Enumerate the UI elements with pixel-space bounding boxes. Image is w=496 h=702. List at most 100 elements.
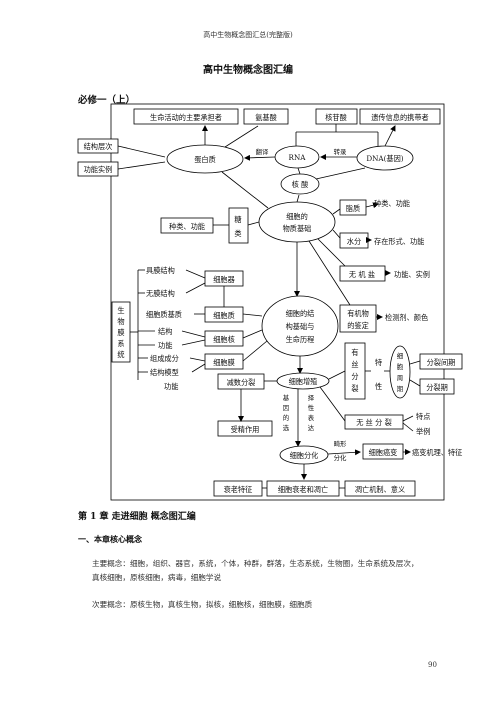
- membrane-struct-label: 具膜结构: [146, 266, 175, 275]
- struct-levels-label: 结构层次: [84, 142, 113, 151]
- link-core-membrane: [242, 340, 268, 362]
- mitosis-char-3: 分: [351, 372, 358, 381]
- organic-id-line1: 有机物: [347, 309, 369, 318]
- link-core-cytoplasm: [242, 313, 263, 317]
- translation-label: 翻译: [256, 147, 269, 156]
- link-levels-protein: [117, 145, 166, 158]
- trait-char-2: 性: [375, 382, 382, 391]
- page-number: 90: [428, 661, 437, 669]
- link-material-water: [332, 229, 341, 239]
- nucleus-label: 细胞核: [213, 335, 235, 344]
- arrow-dna-carrier: [384, 125, 396, 147]
- sugar-label-1: 糖: [234, 215, 241, 224]
- lipid-kinds-label: 种类、功能: [374, 199, 410, 208]
- interphase-box: [419, 353, 463, 370]
- cancer-box: [362, 443, 404, 460]
- no-membrane-label: 无膜结构: [146, 289, 175, 298]
- membrane-box: [204, 353, 244, 370]
- transcription-label: 转录: [334, 147, 347, 156]
- page-header: 高中生物概念图汇总(完整版): [203, 31, 293, 39]
- core-line3: 生命历程: [286, 335, 315, 344]
- link-material-sugar: [247, 221, 260, 226]
- cycle-char-3: 周: [397, 374, 403, 382]
- link-proliferation-mitosis: [328, 370, 346, 380]
- material-basis-line1: 细胞的: [286, 212, 308, 221]
- fertilization-box: [217, 420, 273, 437]
- cycle-char-2: 胞: [397, 362, 404, 371]
- function-label: 功能: [158, 341, 172, 350]
- bio-char-5: 统: [117, 350, 124, 359]
- func-examples-label: 功能实例: [84, 165, 113, 174]
- link-material-organic: [308, 240, 351, 306]
- nucleotide-label: 核苷酸: [325, 113, 347, 122]
- section-heading: 一、本章核心概念: [78, 534, 142, 544]
- sel-char-3: 表: [308, 413, 315, 422]
- abnormal-line2: 分化: [334, 453, 347, 462]
- life-bearer-box: [133, 108, 239, 125]
- sugar-label-2: 类: [234, 229, 241, 238]
- bio-char-3: 膜: [117, 328, 124, 337]
- link-material-protein: [221, 171, 269, 209]
- document-title: 高中生物概念图汇编: [203, 65, 293, 76]
- life-bearer-label: 生命活动的主要承担者: [150, 113, 222, 122]
- cycle-char-4: 期: [397, 385, 403, 393]
- cytomatrix-label: 细胞质基质: [146, 310, 182, 319]
- organic-id-box: [339, 304, 377, 333]
- structure-label: 结构: [158, 327, 172, 336]
- link-amitosis-trait: [402, 415, 414, 422]
- link-cycle-interphase: [409, 360, 421, 365]
- sel-char-1: 择: [308, 393, 315, 402]
- cancer-label: 细胞癌变: [369, 448, 398, 457]
- sugar-box: [228, 207, 249, 244]
- chapter-heading: 第 1 章 走进细胞 概念图汇编: [78, 512, 196, 522]
- lipid-label: 脂质: [346, 204, 360, 213]
- link-core-nucleus: [242, 329, 263, 339]
- salt-funcs-label: 功能、实例: [394, 270, 430, 279]
- gene-char-3: 的: [283, 413, 289, 422]
- apoptosis-label: 凋亡机制、意义: [355, 485, 405, 494]
- proliferation-label: 细胞增殖: [289, 377, 318, 386]
- meiosis-label: 减数分裂: [227, 378, 256, 387]
- sel-char-4: 达: [308, 423, 315, 432]
- amitosis-label: 无 丝 分 裂: [356, 418, 392, 427]
- gene-char-1: 基: [283, 393, 290, 402]
- gene-char-4: 选: [283, 423, 290, 432]
- interphase-label: 分裂间期: [427, 358, 456, 367]
- link-proliferation-amitosis: [319, 386, 346, 422]
- link-structure-nucleus: [181, 330, 206, 338]
- arrow-lipid-kinds: [365, 202, 379, 209]
- link-protein-amino: [224, 125, 259, 148]
- nucleus-box: [204, 330, 244, 347]
- info-carrier-label: 遗传信息的携带者: [371, 113, 429, 122]
- salt-label: 无 机 盐: [349, 270, 375, 279]
- aging-death-box: [266, 480, 340, 497]
- membrane-label: 细胞膜: [213, 358, 235, 367]
- sugar-kinds-label: 种类、功能: [169, 222, 205, 231]
- reagents-label: 检测剂、颜色: [385, 313, 428, 322]
- water-label: 水分: [347, 237, 361, 246]
- link-nomembrane-organelle: [185, 282, 206, 294]
- link-composition-membrane: [189, 357, 206, 362]
- cancer-detail-label: 癌变机理、特征: [412, 448, 462, 457]
- amino-acid-box: [243, 108, 289, 125]
- link-cycle-division: [409, 379, 421, 387]
- sugar-kinds-box: [160, 217, 214, 234]
- gene-char-2: 因: [283, 404, 289, 412]
- struct-model-label: 结构模型: [150, 368, 179, 377]
- link-function-nucleus: [181, 339, 206, 346]
- core-line1: 细胞的结: [286, 309, 315, 318]
- amitosis-trait-label: 特点: [416, 412, 430, 421]
- link-examples-protein: [117, 161, 166, 170]
- material-basis-node: [258, 201, 336, 243]
- protein-label: 蛋白质: [194, 155, 216, 164]
- cell-cycle-node: [389, 345, 411, 399]
- rna-label: RNA: [289, 153, 307, 162]
- composition-label: 组成成分: [150, 354, 179, 363]
- sel-char-2: 性: [308, 403, 315, 412]
- bio-char-1: 生: [117, 306, 124, 315]
- arrow-differentiation-cancer: [327, 449, 361, 456]
- trait-char-1: 特: [375, 358, 382, 367]
- water-forms-label: 存在形式、功能: [374, 237, 424, 246]
- cycle-char-1: 细: [397, 351, 403, 360]
